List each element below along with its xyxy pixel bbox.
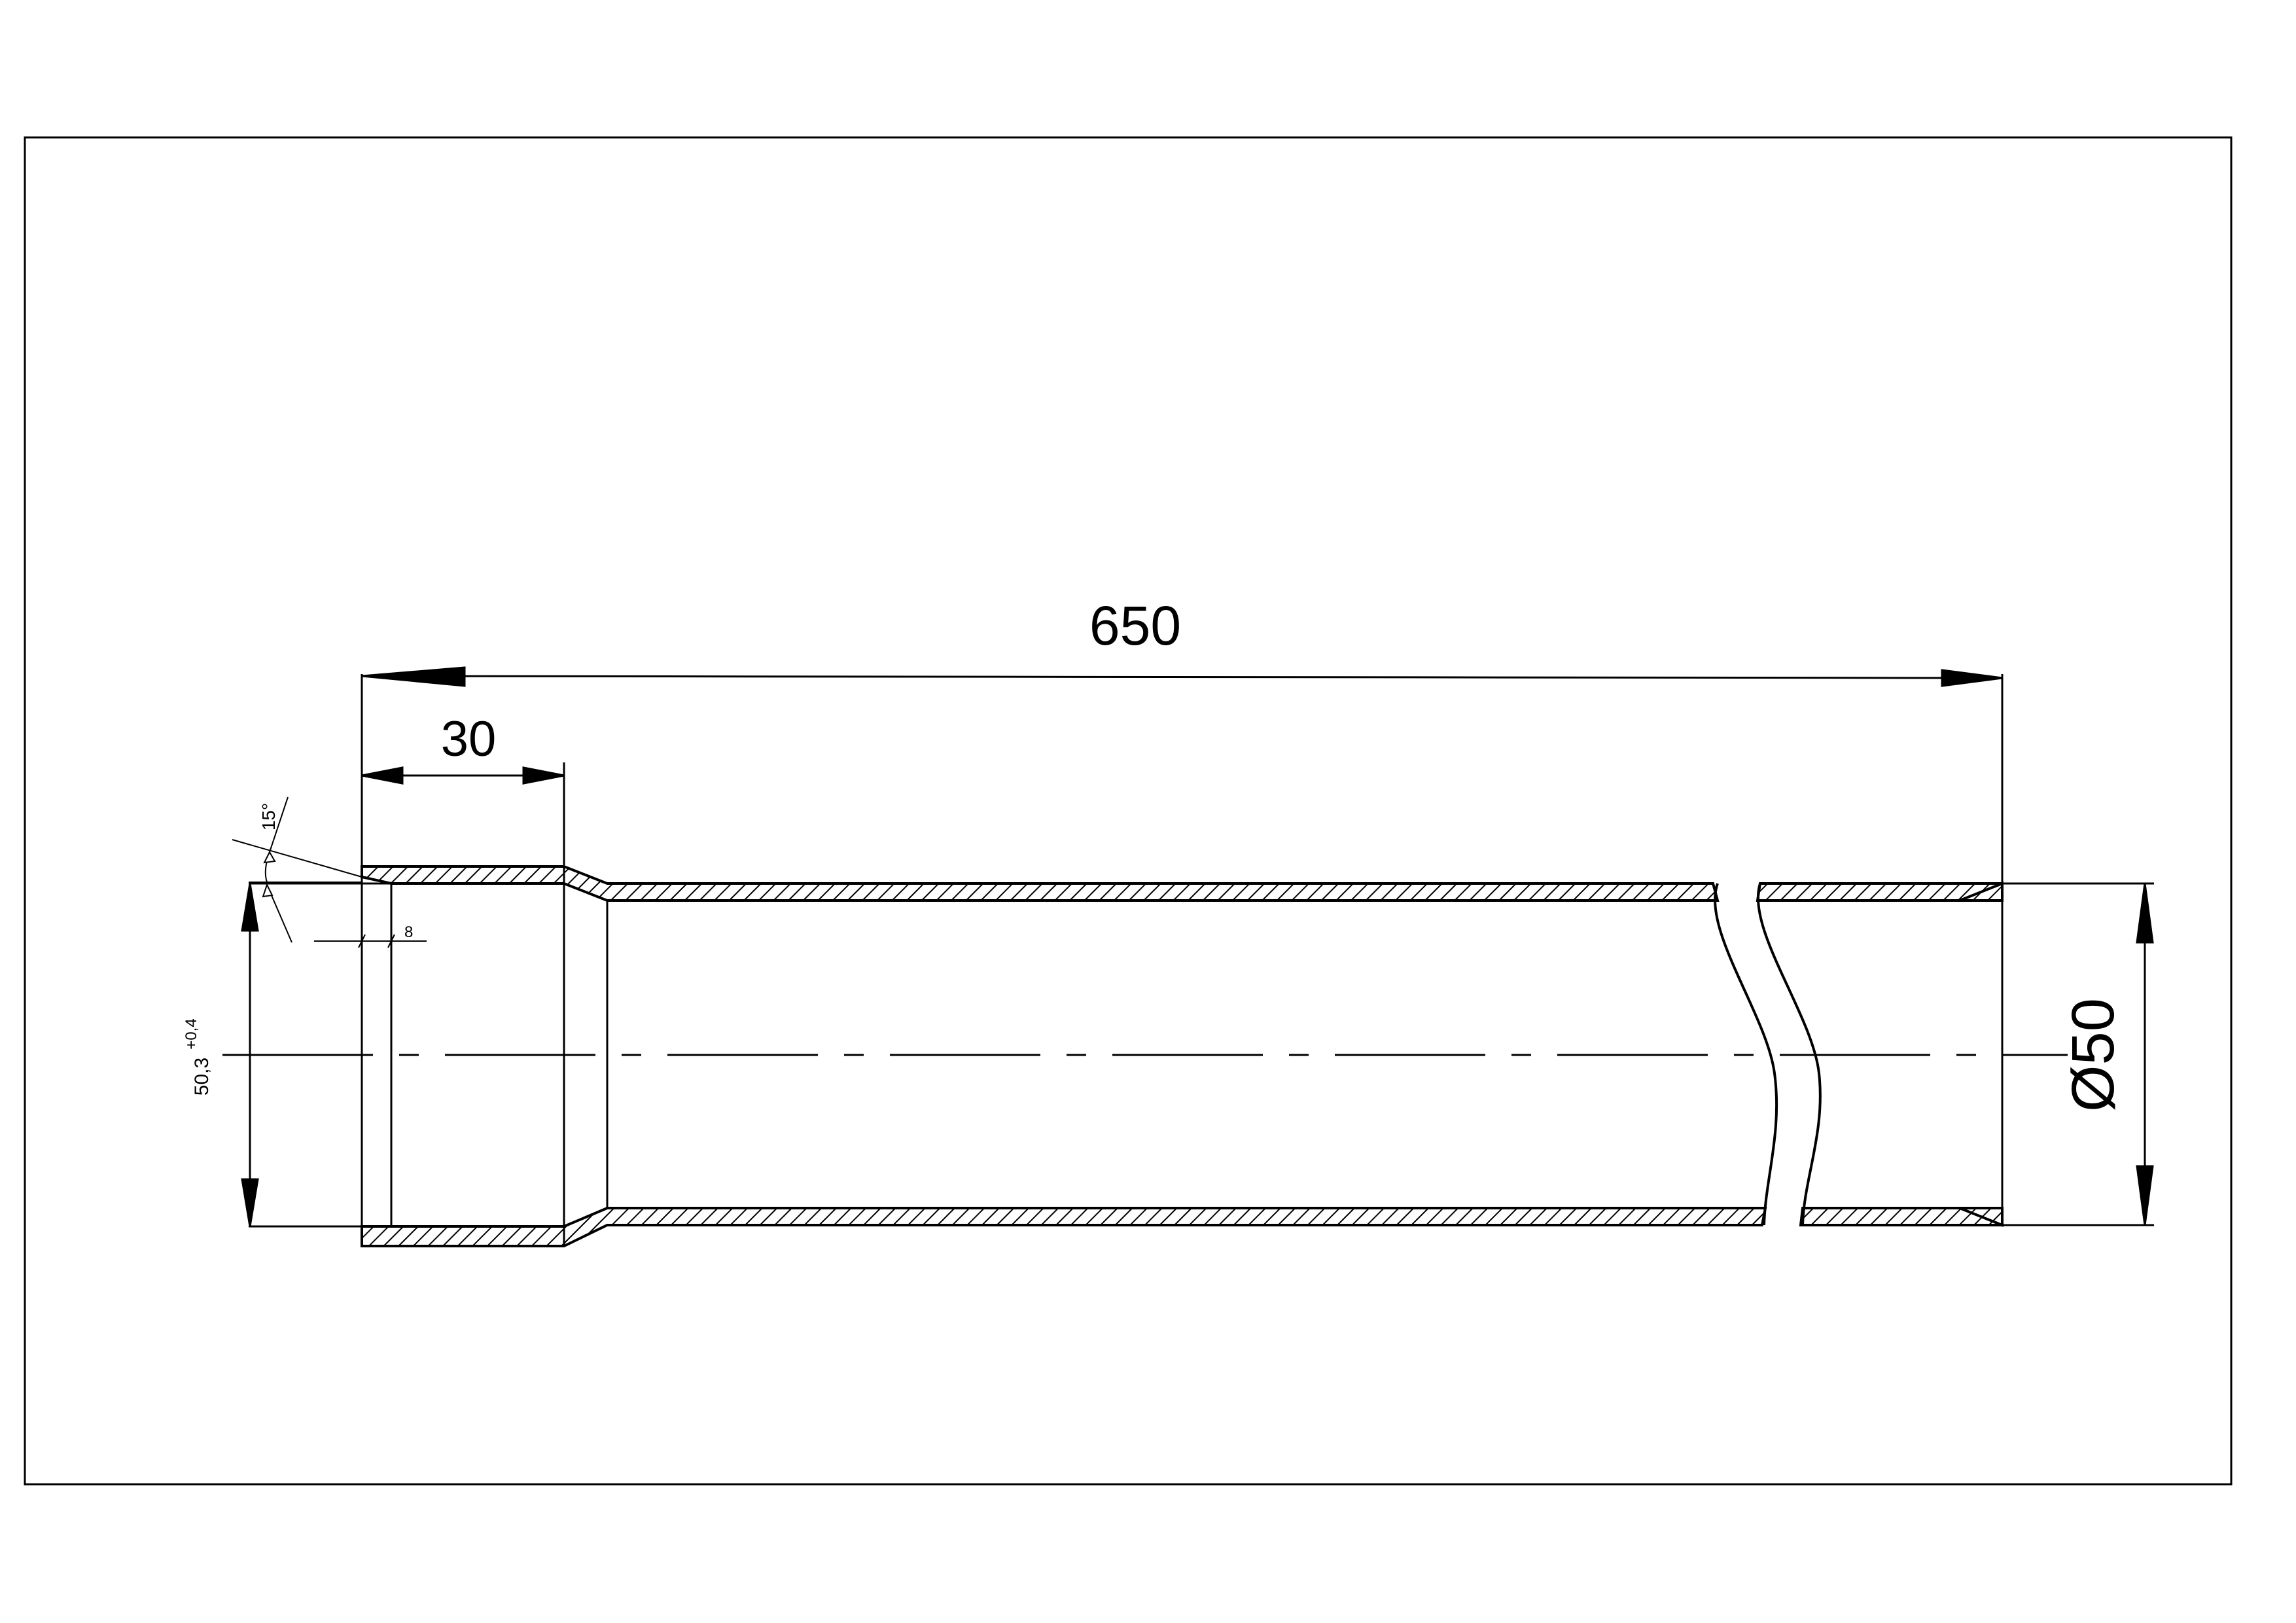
- pipe-top-wall-left: [361, 865, 1720, 902]
- outer-diameter-label: Ø50: [2060, 998, 2127, 1112]
- dimension-socket-depth: [361, 762, 565, 865]
- dimension-socket-inner-diameter: [241, 882, 390, 1228]
- socket-tolerance-label: +0,4: [183, 1018, 200, 1049]
- pipe-break-lines: [1714, 883, 1822, 1226]
- dimension-overall-length: [361, 666, 2004, 882]
- pipe-bottom-wall-left: [361, 1207, 1767, 1247]
- pipe-body: [361, 865, 2004, 1247]
- chamfer-angle-label: 15°: [258, 803, 279, 830]
- dimension-chamfer-length: [314, 934, 427, 948]
- pipe-inner-lines: [361, 866, 2004, 1246]
- dimension-outer-diameter: [2004, 882, 2154, 1226]
- socket-depth-label: 30: [441, 711, 497, 767]
- chamfer-length-label: 8: [404, 923, 413, 941]
- socket-inner-diameter-label: 50,3: [191, 1058, 213, 1096]
- dimension-chamfer-angle: [232, 796, 362, 943]
- drawing-frame: [24, 136, 2233, 1486]
- overall-length-label: 650: [1089, 595, 1181, 656]
